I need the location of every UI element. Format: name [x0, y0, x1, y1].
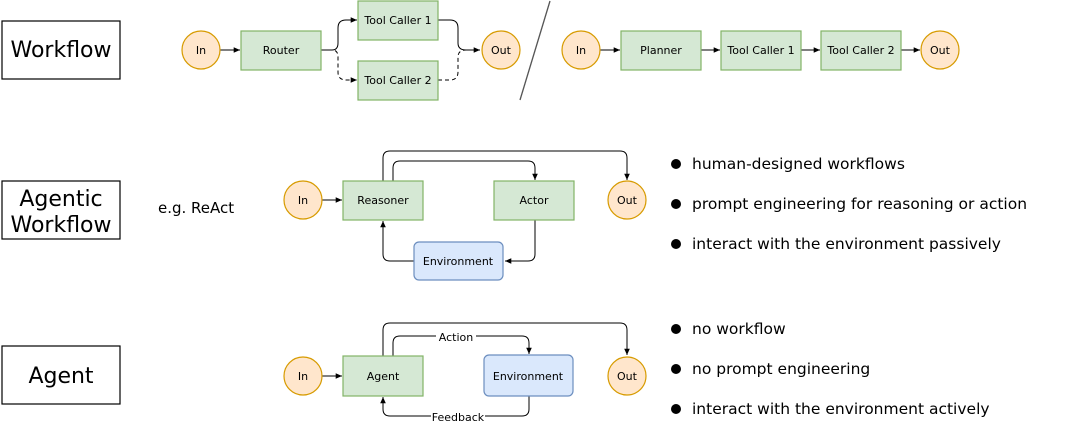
svg-text:Out: Out	[617, 194, 638, 207]
agentic-workflow-diagram: In Reasoner Actor Environment Out	[283, 150, 647, 281]
edge-tool2-out	[438, 49, 480, 81]
workflow-divider	[519, 0, 551, 101]
svg-text:In: In	[196, 44, 206, 57]
react-example-label: e.g. ReAct	[158, 199, 234, 217]
workflow-planner-diagram: In Planner Tool Caller 1 Tool Caller 2 O…	[561, 30, 960, 71]
out-node: Out	[481, 30, 521, 70]
bullet-item: human-designed workflows	[692, 155, 905, 173]
svg-text:Out: Out	[617, 370, 638, 383]
in-node: In	[283, 180, 323, 220]
edge-reasoner-out	[382, 150, 630, 181]
actor-node: Actor	[493, 180, 575, 221]
agent-node: Agent	[342, 355, 424, 397]
bullet-item: no prompt engineering	[692, 360, 870, 378]
svg-text:In: In	[576, 44, 586, 57]
planner-node: Planner	[620, 30, 702, 71]
workflow-router-diagram: In Router Tool Caller 1 Tool Caller 2 Ou…	[181, 0, 521, 101]
agentic-workflow-bullets: human-designed workflows prompt engineer…	[671, 155, 1027, 253]
tool-caller-1-node: Tool Caller 1	[720, 30, 802, 71]
edge-reasoner-actor	[392, 160, 538, 181]
environment-node: Environment	[483, 354, 574, 397]
workflow-title-text: Workflow	[10, 38, 111, 63]
svg-text:In: In	[298, 370, 308, 383]
bullet-dot	[671, 324, 681, 334]
in-node: In	[283, 356, 323, 396]
bullet-item: interact with the environment actively	[692, 400, 990, 418]
svg-text:Tool Caller 2: Tool Caller 2	[826, 44, 894, 57]
agentic-title-line2: Workflow	[10, 213, 111, 238]
workflow-row-title: Workflow	[1, 20, 121, 80]
svg-text:Tool Caller 2: Tool Caller 2	[363, 74, 431, 87]
bullet-item: no workflow	[692, 320, 786, 338]
svg-text:Tool Caller 1: Tool Caller 1	[726, 44, 794, 57]
bullet-item: interact with the environment passively	[692, 235, 1001, 253]
tool-caller-2-node: Tool Caller 2	[820, 30, 902, 71]
environment-node: Environment	[413, 241, 504, 281]
agent-bullets: no workflow no prompt engineering intera…	[671, 320, 990, 418]
tool-caller-2-node: Tool Caller 2	[357, 60, 439, 101]
edge-router-tool2	[321, 49, 357, 83]
bullet-dot	[671, 364, 681, 374]
edge-tool1-out	[438, 19, 480, 53]
agent-title-text: Agent	[28, 364, 93, 389]
out-node: Out	[607, 180, 647, 220]
svg-text:Environment: Environment	[493, 370, 564, 383]
in-node: In	[561, 30, 601, 70]
feedback-edge-label: Feedback	[432, 411, 485, 424]
svg-text:Tool Caller 1: Tool Caller 1	[363, 14, 431, 27]
svg-text:Reasoner: Reasoner	[357, 194, 409, 207]
svg-text:In: In	[298, 194, 308, 207]
svg-text:Agent: Agent	[367, 370, 400, 383]
svg-text:Out: Out	[491, 44, 512, 57]
svg-text:Planner: Planner	[640, 44, 682, 57]
edge-agent-out	[382, 322, 630, 356]
tool-caller-1-node: Tool Caller 1	[357, 0, 439, 41]
bullet-dot	[671, 239, 681, 249]
svg-text:Out: Out	[930, 44, 951, 57]
bullet-dot	[671, 404, 681, 414]
agent-row-title: Agent	[1, 345, 121, 405]
agent-diagram: Action Feedback In Agent Environment Out	[283, 322, 647, 424]
agentic-title-line1: Agentic	[19, 187, 102, 212]
out-node: Out	[607, 356, 647, 396]
svg-text:Environment: Environment	[423, 255, 494, 268]
edge-environment-reasoner	[380, 221, 414, 262]
edge-router-tool1	[321, 17, 357, 51]
bullet-item: prompt engineering for reasoning or acti…	[692, 195, 1027, 213]
in-node: In	[181, 30, 221, 70]
svg-text:Router: Router	[263, 44, 300, 57]
edge-actor-environment	[505, 220, 536, 264]
svg-text:Actor: Actor	[520, 194, 549, 207]
bullet-dot	[671, 199, 681, 209]
router-node: Router	[240, 30, 322, 71]
agentic-workflow-row-title: Agentic Workflow	[1, 180, 121, 240]
action-edge-label: Action	[439, 331, 473, 344]
out-node: Out	[920, 30, 960, 70]
bullet-dot	[671, 159, 681, 169]
reasoner-node: Reasoner	[342, 180, 424, 221]
